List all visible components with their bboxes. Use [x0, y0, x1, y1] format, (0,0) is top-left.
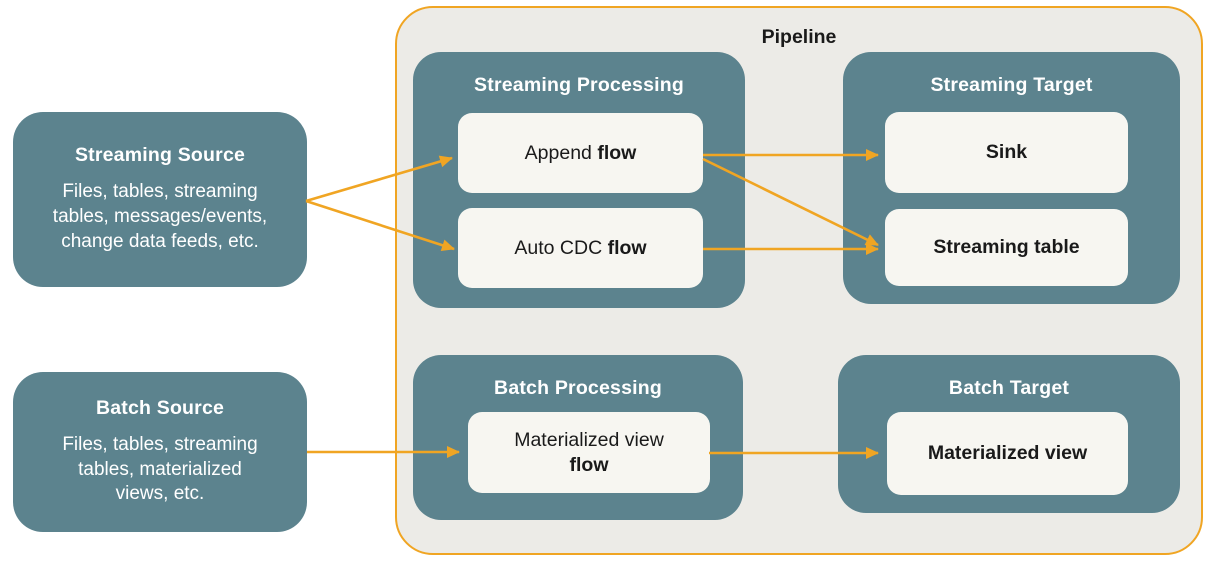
append-flow-label: Append flow	[525, 141, 637, 165]
auto-cdc-flow-label-bold: flow	[607, 236, 647, 259]
streaming-table-card: Streaming table	[885, 209, 1128, 286]
sink-card: Sink	[885, 112, 1128, 193]
batch-source-title: Batch Source	[95, 396, 225, 419]
materialized-view-label: Materialized view	[927, 442, 1088, 465]
batch-target-title: Batch Target	[948, 377, 1070, 399]
streaming-source-body: Files, tables, streaming tables, message…	[52, 181, 268, 252]
append-flow-label-regular: Append	[524, 141, 592, 164]
sink-label: Sink	[985, 141, 1028, 164]
streaming-target-title: Streaming Target	[930, 74, 1093, 96]
batch-source-box: Batch Source Files, tables, streaming ta…	[13, 372, 307, 532]
append-flow-label-bold: flow	[597, 141, 637, 164]
auto-cdc-flow-label: Auto CDC flow	[514, 236, 646, 260]
batch-source-body: Files, tables, streaming tables, materia…	[62, 433, 258, 505]
materialized-view-flow-card: Materialized view flow	[468, 412, 710, 493]
streaming-processing-title: Streaming Processing	[474, 74, 684, 96]
materialized-view-flow-label-bold: flow	[569, 453, 609, 476]
batch-processing-title: Batch Processing	[494, 377, 662, 399]
pipeline-label: Pipeline	[761, 26, 837, 48]
streaming-source-box: Streaming Source Files, tables, streamin…	[13, 112, 307, 287]
materialized-view-card: Materialized view	[887, 412, 1128, 495]
auto-cdc-flow-label-regular: Auto CDC	[514, 236, 603, 259]
append-flow-card: Append flow	[458, 113, 703, 193]
materialized-view-flow-label-regular: Materialized view	[514, 429, 664, 452]
streaming-table-label: Streaming table	[933, 236, 1080, 259]
streaming-source-title: Streaming Source	[74, 144, 246, 167]
auto-cdc-flow-card: Auto CDC flow	[458, 208, 703, 288]
